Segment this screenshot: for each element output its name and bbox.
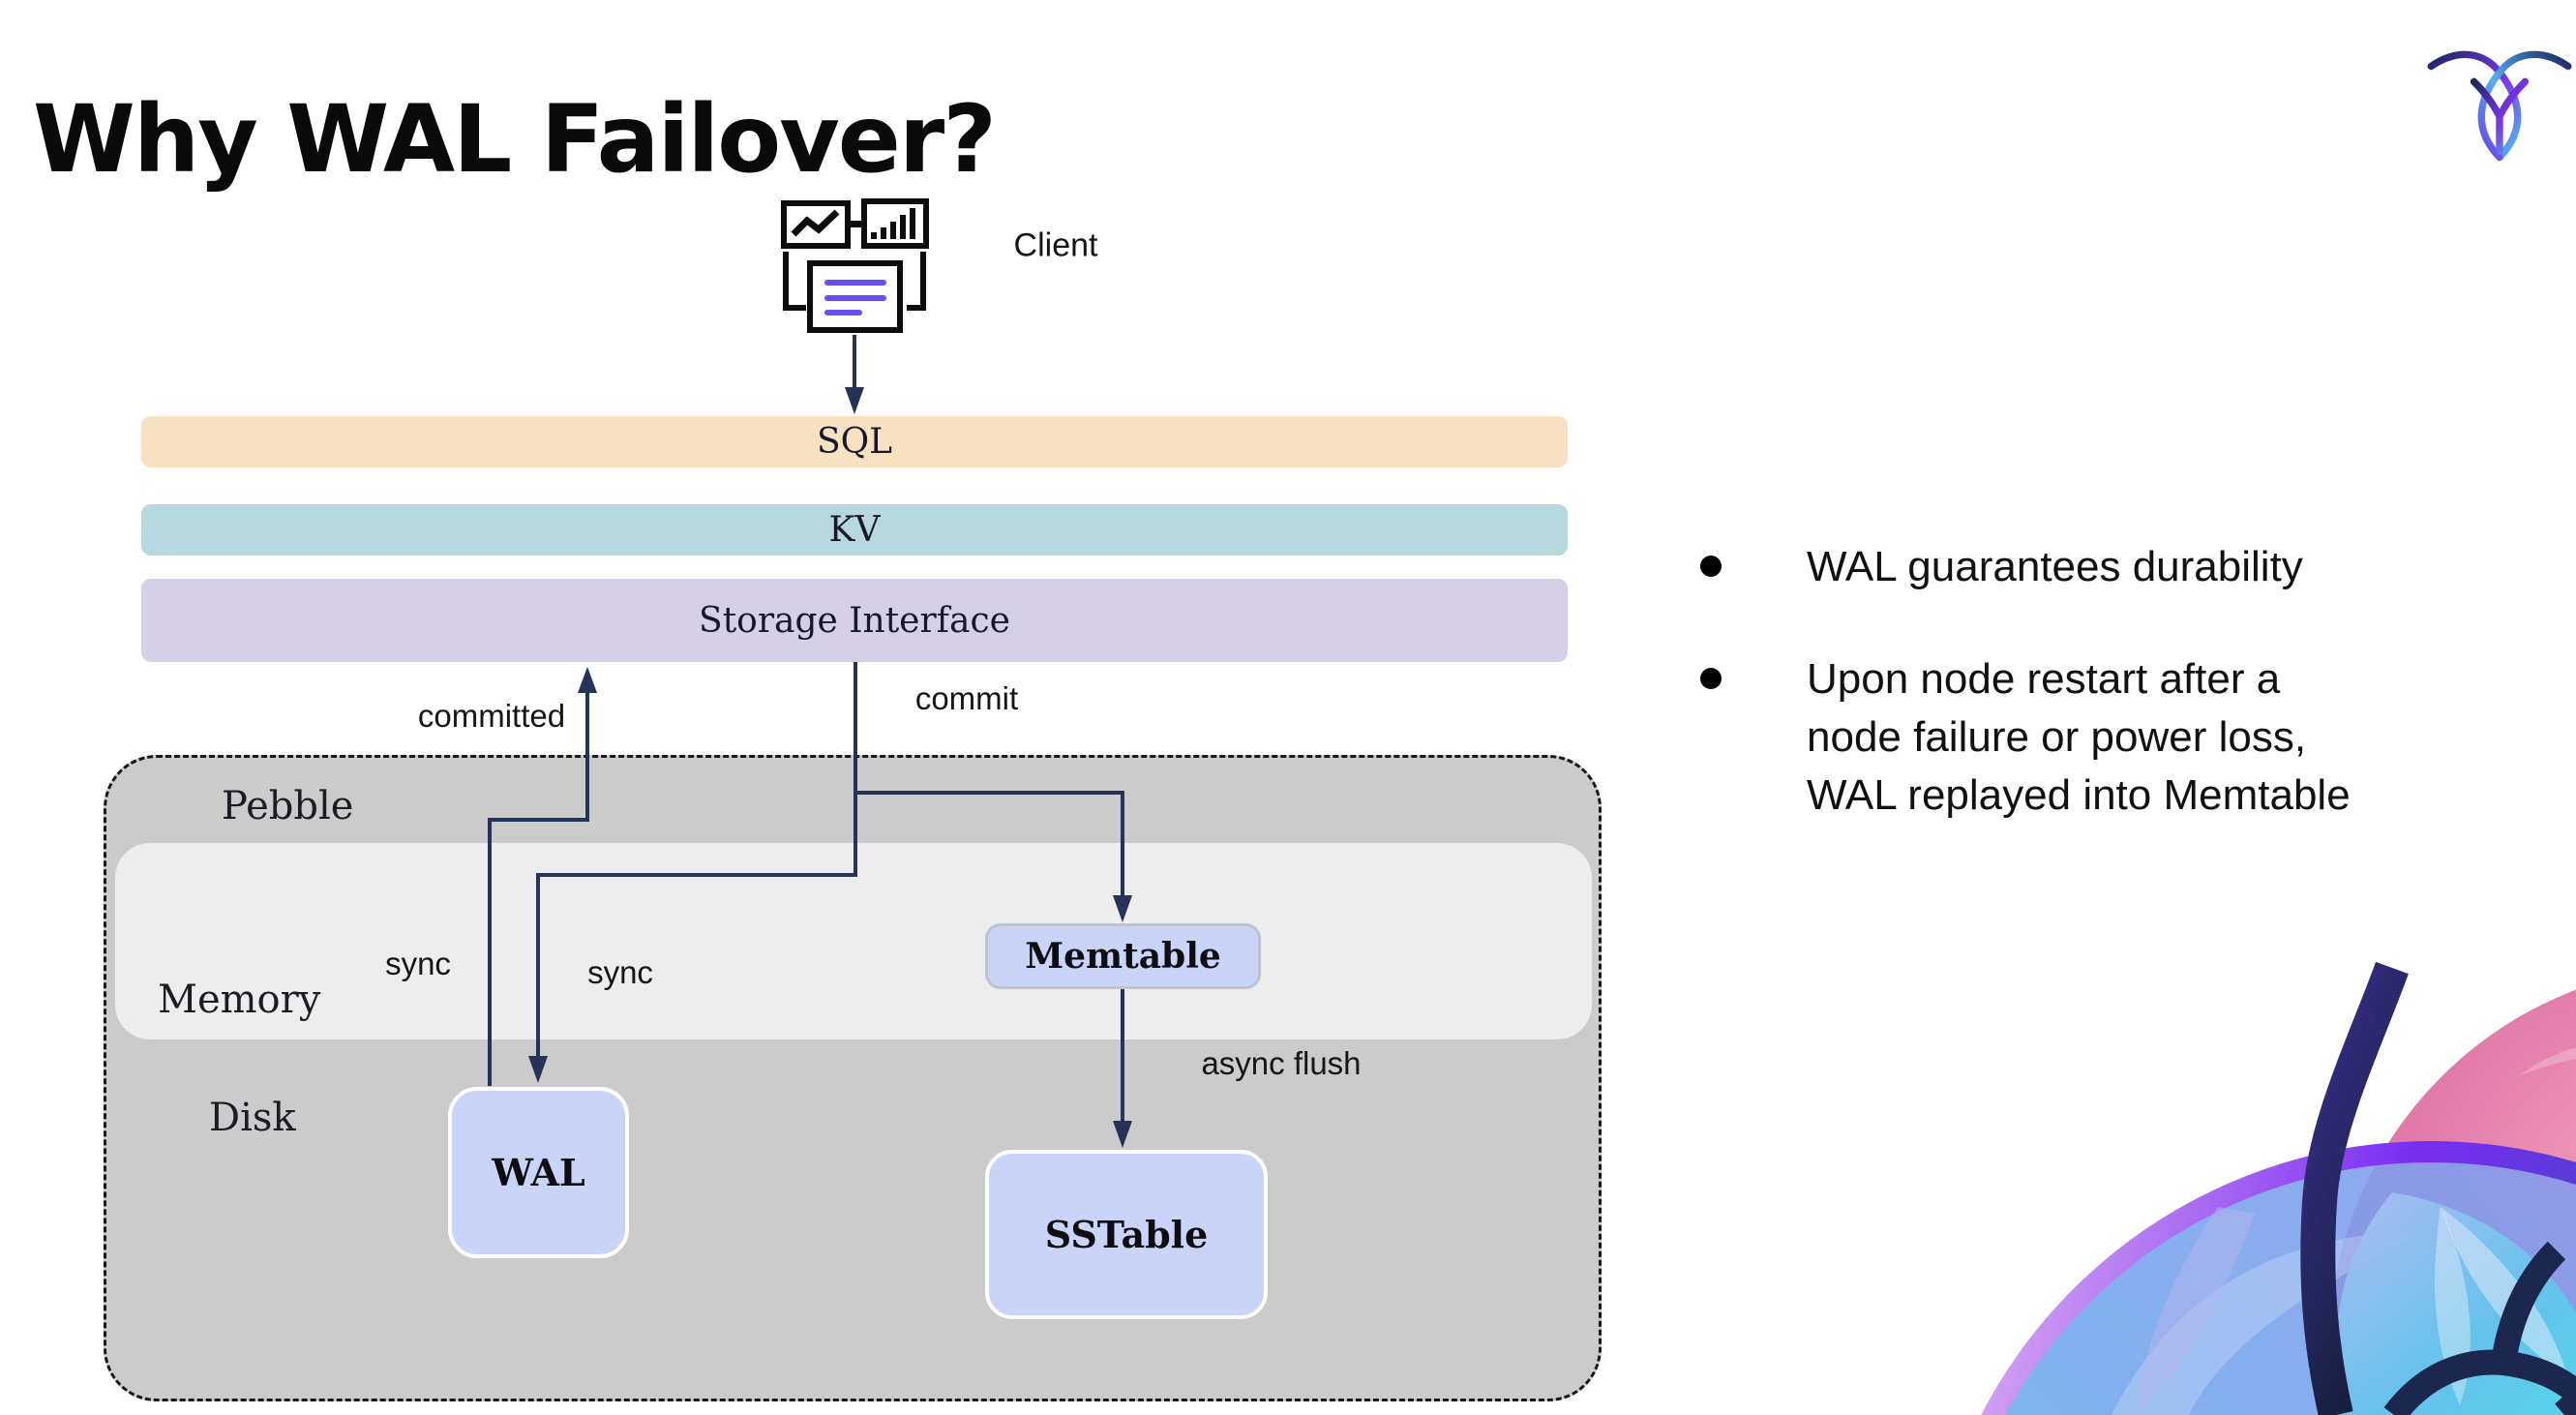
layer-label-storage-interface: Storage Interface <box>699 600 1010 641</box>
bullet-list: WAL guarantees durability Upon node rest… <box>1700 538 2503 825</box>
bullet-text: WAL guarantees durability <box>1807 543 2303 590</box>
disk-label: Disk <box>209 1096 296 1140</box>
wal-node: WAL <box>448 1087 629 1258</box>
edge-label-async-flush: async flush <box>1201 1045 1362 1081</box>
bullet-dot-icon <box>1700 668 1722 689</box>
pebble-label: Pebble <box>222 784 354 828</box>
edge-label-sync-left: sync <box>385 946 451 981</box>
brand-decoration-graphic <box>1981 961 2576 1415</box>
layer-bar-storage-interface: Storage Interface <box>141 579 1568 662</box>
client-to-sql-arrowhead <box>845 387 864 414</box>
layer-label-sql: SQL <box>816 422 893 462</box>
edge-label-sync-right: sync <box>587 954 653 990</box>
memory-band <box>115 843 1592 1039</box>
layer-bar-sql: SQL <box>141 416 1568 467</box>
bullet-text: Upon node restart after a node failure o… <box>1807 655 2351 819</box>
committed-arrowhead <box>578 667 597 693</box>
wal-label: WAL <box>492 1151 585 1194</box>
edge-label-committed: committed <box>417 698 566 734</box>
list-item: WAL guarantees durability <box>1700 538 2503 596</box>
list-item: Upon node restart after a node failure o… <box>1700 650 2503 825</box>
client-label: Client <box>1013 226 1098 264</box>
page-title: Why WAL Failover? <box>33 85 997 195</box>
client-icon <box>781 198 929 333</box>
bullet-dot-icon <box>1700 556 1722 577</box>
layer-bar-kv: KV <box>141 504 1568 556</box>
edge-label-commit: commit <box>914 680 1019 716</box>
sstable-node: SSTable <box>985 1150 1268 1319</box>
cockroachdb-logo-icon <box>2427 50 2572 162</box>
memtable-label: Memtable <box>1025 936 1221 977</box>
memtable-node: Memtable <box>985 923 1261 989</box>
layer-label-kv: KV <box>828 510 881 550</box>
memory-label: Memory <box>158 978 321 1022</box>
sstable-label: SSTable <box>1044 1213 1209 1256</box>
